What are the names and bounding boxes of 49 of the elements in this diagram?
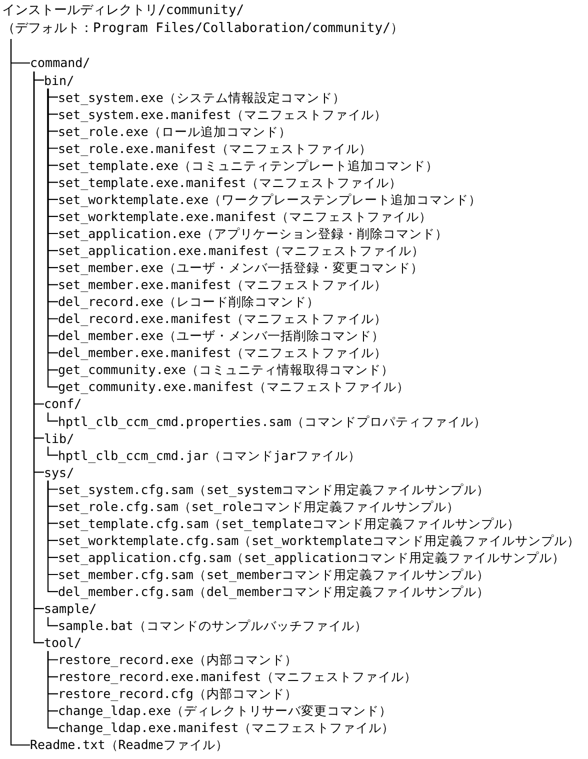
file-entry: set_template.exe.manifest（マニフェストファイル） — [58, 174, 402, 191]
file-entry: set_worktemplate.exe（ワークプレーステンプレート追加コマンド） — [58, 190, 482, 208]
file-entry: set_template.exe（コミュニティテンプレート追加コマンド） — [58, 156, 438, 174]
file-entry: set_role.cfg.sam（set_roleコマンド用定義ファイルサンプル） — [58, 498, 460, 515]
tree-line — [47, 446, 58, 456]
file-entry: set_member.exe（ユーザ・メンバ一括登録・変更コマンド） — [58, 259, 424, 276]
file-entry: set_role.exe（ロール追加コマンド） — [58, 122, 292, 140]
file-entry: set_worktemplate.cfg.sam（set_worktemplateコマンド用定義ファイルサンプル） — [58, 532, 580, 549]
directory-path: インストールディレクトリ/community/ — [2, 2, 244, 20]
file-entry: hptl_clb_ccm_cmd.jar（コマンドjarファイル） — [58, 446, 362, 464]
file-entry: del_record.exe（レコード削除コマンド） — [58, 293, 320, 310]
file-entry: set_application.exe.manifest（マニフェストファイル） — [58, 242, 425, 260]
file-entry: sample.bat（コマンドのサンプルバッチファイル） — [58, 617, 368, 634]
tree-line — [47, 412, 58, 422]
folder-name: command/ — [30, 54, 90, 72]
file-entry: change_ldap.exe.manifest（マニフェストファイル） — [58, 719, 395, 736]
file-entry: get_community.exe（コミュニティ情報取得コマンド） — [58, 361, 394, 378]
file-entry: change_ldap.exe（ディレクトリサーバ変更コマンド） — [58, 702, 392, 720]
file-entry: set_application.cfg.sam（set_applicationコマンド用定義ファイルサンプル） — [58, 548, 565, 566]
file-entry: set_system.exe.manifest（マニフェストファイル） — [58, 106, 388, 123]
tree-line — [47, 480, 58, 592]
file-entry: set_application.exe（アプリケーション登録・削除コマンド） — [58, 224, 448, 242]
file-entry: set_role.exe.manifest（マニフェストファイル） — [58, 140, 372, 157]
file-entry: hptl_clb_ccm_cmd.properties.sam（コマンドプロパティファイル） — [58, 412, 486, 430]
file-entry: set_system.exe（システム情報設定コマンド） — [58, 88, 346, 106]
file-entry: del_member.exe（ユーザ・メンバ一括削除コマンド） — [58, 327, 384, 344]
folder-name: sys/ — [44, 464, 74, 481]
file-entry: del_member.exe.manifest（マニフェストファイル） — [58, 344, 388, 362]
default-path-note: （デフォルト：Program Files/Collaboration/community/） — [2, 20, 404, 38]
file-entry: Readme.txt（Readmeファイル） — [30, 736, 228, 754]
tree-line — [10, 39, 30, 746]
file-entry: set_template.cfg.sam（set_templateコマンド用定義ファイルサンプル） — [58, 514, 520, 532]
file-entry: restore_record.exe（内部コマンド） — [58, 651, 298, 668]
folder-name: tool/ — [44, 634, 82, 652]
file-entry: del_record.exe.manifest（マニフェストファイル） — [58, 310, 388, 328]
tree-line — [47, 651, 58, 728]
folder-name: sample/ — [44, 600, 97, 618]
file-entry: set_worktemplate.exe.manifest（マニフェストファイル） — [58, 208, 432, 225]
folder-name: lib/ — [44, 430, 74, 447]
file-entry: get_community.exe.manifest（マニフェストファイル） — [58, 378, 410, 396]
file-entry: set_system.cfg.sam（set_systemコマンド用定義ファイルサンプル） — [58, 480, 490, 498]
file-entry: set_member.cfg.sam（set_memberコマンド用定義ファイルサンプル） — [58, 566, 490, 583]
folder-name: conf/ — [44, 395, 82, 412]
file-entry: restore_record.exe.manifest（マニフェストファイル） — [58, 668, 418, 686]
folder-name: bin/ — [44, 72, 74, 89]
file-entry: restore_record.cfg（内部コマンド） — [58, 685, 298, 702]
file-entry: set_member.exe.manifest（マニフェストファイル） — [58, 276, 388, 294]
tree-line — [47, 617, 58, 626]
file-entry: del_member.cfg.sam（del_memberコマンド用定義ファイルサンプル） — [58, 583, 490, 600]
